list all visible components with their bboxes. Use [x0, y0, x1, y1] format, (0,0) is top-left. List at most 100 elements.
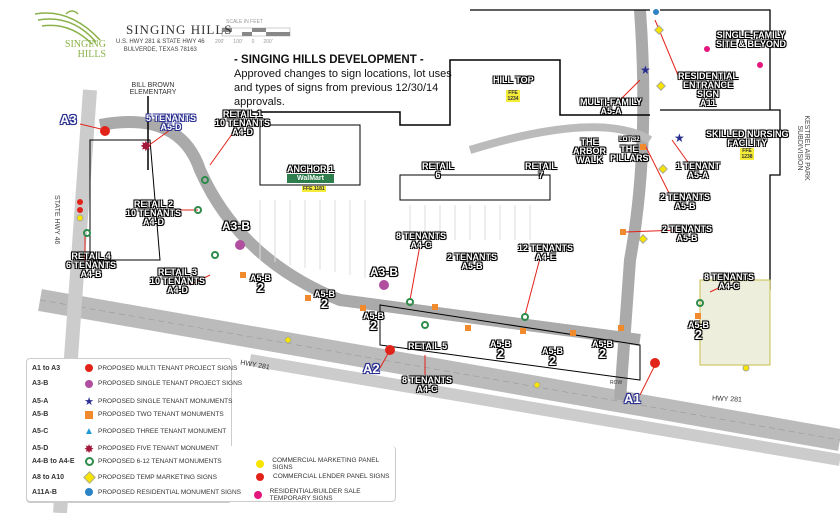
- legend-item: A5-A ★ PROPOSED SINGLE TENANT MONUMENTS: [32, 395, 232, 408]
- legend-code: A5-D: [32, 445, 49, 452]
- legend-code: A11A-B: [32, 488, 57, 496]
- ffe-tag: FFE 1234: [506, 90, 520, 102]
- svg-text:✸: ✸: [140, 138, 152, 154]
- legend-item: A5-C ▲ PROPOSED THREE TENANT MONUMENT: [32, 426, 226, 437]
- ffe-tag: FFE 1181: [302, 186, 326, 192]
- legend-text: PROPOSED TWO TENANT MONUMENTS: [98, 411, 224, 418]
- legend-text: PROPOSED TEMP MARKETING SIGNS: [98, 473, 217, 481]
- legend-item: COMMERCIAL MARKETING PANEL SIGNS: [251, 457, 396, 471]
- legend-text: PROPOSED FIVE TENANT MONUMENT: [98, 445, 219, 452]
- sign-a1: A1: [624, 391, 641, 406]
- legend-item: COMMERCIAL LENDER PANEL SIGNS: [251, 472, 390, 481]
- legend-code: A5-C: [32, 428, 49, 435]
- legend-code: A5-A: [32, 398, 49, 405]
- legend-item: A3-B PROPOSED SINGLE TENANT PROJECT SIGNS: [32, 379, 243, 388]
- red-dot-icon: [251, 472, 269, 481]
- row-label: ROW: [610, 380, 623, 386]
- blue-octagon-icon: [80, 488, 98, 496]
- retail-5-label: RETAIL 5: [408, 341, 448, 351]
- legend-code: A4-B to A4-E: [32, 458, 75, 465]
- yellow-dot-icon: [251, 460, 268, 468]
- hill-top-label: HILL TOP: [493, 75, 534, 85]
- legend-text: PROPOSED MULTI TENANT PROJECT SIGNS: [98, 364, 238, 372]
- sign-a3b: A3-B: [222, 219, 251, 233]
- orange-square-icon: [80, 410, 98, 419]
- legend-code: A3-B: [32, 380, 49, 387]
- sign-a3: A3: [60, 112, 77, 127]
- kestrel-label: KESTREL AIR PARK SUBDIVISION: [796, 115, 810, 181]
- sign-a2: A2: [363, 361, 380, 376]
- legend-item: RESIDENTIAL/BUILDER SALE TEMPORARY SIGNS: [251, 488, 396, 502]
- purple-hexagon-icon: [80, 379, 98, 388]
- red-pentagon-icon: [80, 364, 98, 372]
- school-label: BILL BROWN ELEMENTARY: [129, 82, 177, 96]
- legend-text: PROPOSED 6-12 TENANT MONUMENTS: [98, 458, 222, 465]
- blue-triangle-icon: ▲: [84, 426, 94, 437]
- svg-text:★: ★: [640, 63, 651, 77]
- legend-text: PROPOSED SINGLE TENANT PROJECT SIGNS: [98, 380, 243, 387]
- map-legend: A1 to A3 PROPOSED MULTI TENANT PROJECT SI…: [26, 358, 396, 503]
- magenta-dot-icon: [251, 491, 266, 499]
- legend-text: COMMERCIAL LENDER PANEL SIGNS: [273, 473, 390, 480]
- svg-text:★: ★: [674, 131, 685, 145]
- legend-item: A5-D ✸PROPOSED FIVE TENANT MONUMENT: [32, 442, 219, 456]
- legend-text: COMMERCIAL MARKETING PANEL SIGNS: [272, 457, 379, 471]
- legend-code: A8 to A10: [32, 473, 65, 481]
- legend-code: A1 to A3: [32, 364, 61, 372]
- blue-star-icon: ★: [84, 396, 94, 408]
- scale-label: SCALE IN FEET: [226, 19, 263, 25]
- logo: SINGING HILLS: [64, 39, 106, 60]
- legend-item: A11A-B PROPOSED RESIDENTIAL MONUMENT SIGN…: [32, 488, 241, 496]
- legend-code: A5-B: [32, 411, 49, 418]
- maroon-burst-icon: ✸: [83, 441, 95, 456]
- development-note: - SINGING HILLS DEVELOPMENT -Approved ch…: [234, 54, 452, 108]
- header-title: SINGING HILLS: [126, 22, 233, 37]
- ffe-tag: FFE 1238: [740, 148, 754, 160]
- legend-box-joint: [27, 444, 229, 450]
- yellow-diamond-icon: [80, 470, 98, 484]
- hwy-281-label: HWY 281: [711, 395, 743, 404]
- legend-item: A4-B to A4-E PROPOSED 6-12 TENANT MONUMEN…: [32, 457, 222, 466]
- legend-text: PROPOSED THREE TENANT MONUMENT: [98, 428, 227, 435]
- legend-item: A1 to A3 PROPOSED MULTI TENANT PROJECT SI…: [32, 364, 237, 372]
- scale-bar: [221, 27, 291, 37]
- green-ring-icon: [80, 457, 98, 466]
- legend-item: A5-B PROPOSED TWO TENANT MONUMENTS: [32, 410, 224, 419]
- sign-a3b: A3-B: [370, 265, 399, 279]
- legend-text: PROPOSED RESIDENTIAL MONUMENT SIGNS: [98, 488, 242, 496]
- legend-text: RESIDENTIAL/BUILDER SALE TEMPORARY SIGNS: [269, 488, 361, 502]
- legend-item: A8 to A10 PROPOSED TEMP MARKETING SIGNS: [32, 470, 217, 484]
- legend-text: PROPOSED SINGLE TENANT MONUMENTS: [98, 398, 233, 405]
